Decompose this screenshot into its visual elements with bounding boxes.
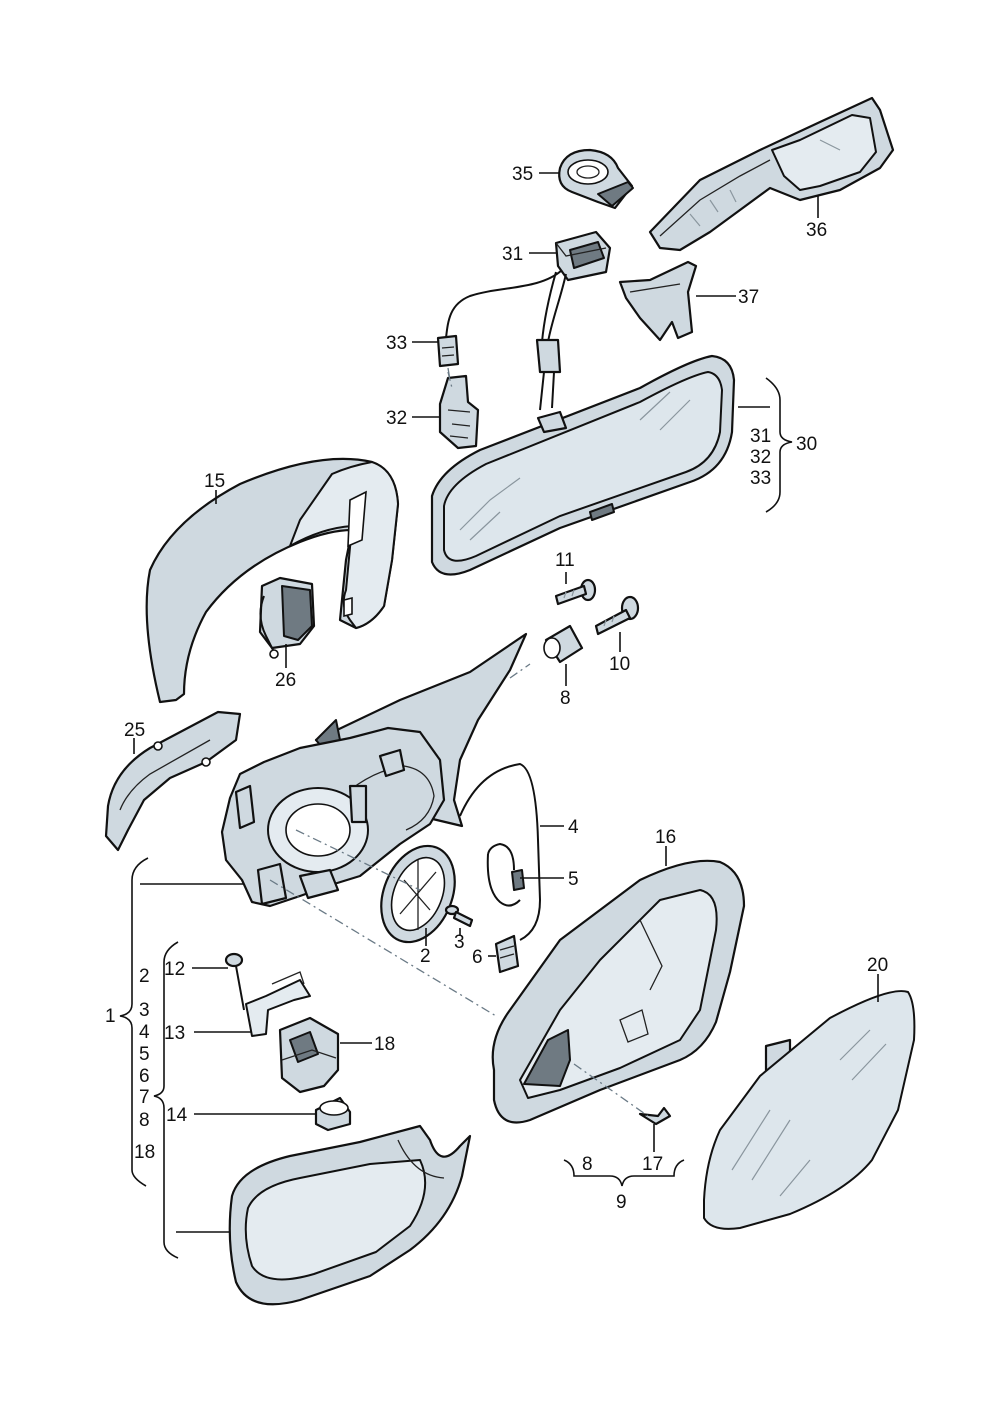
callout-2: 2 [420,946,431,967]
callout-group1-2: 2 [139,966,150,987]
callout-6: 6 [472,947,483,968]
part-2-motor-housing [220,726,446,908]
callout-4: 4 [568,817,579,838]
bracket-group-30 [765,377,793,513]
bracket-group-7 [153,941,179,1259]
callout-group30-32: 32 [750,447,771,468]
part-13-bracket [245,971,311,1037]
callout-group30-33: 33 [750,468,771,489]
callout-14: 14 [166,1105,188,1126]
part-6-connector [494,934,520,974]
callout-group1-7: 7 [139,1087,150,1108]
callout-35: 35 [512,164,533,185]
part-18-motor [278,1016,340,1094]
callout-15: 15 [204,471,225,492]
part-26-signal-module [258,576,316,659]
part-3-screw [444,904,474,928]
callout-33: 33 [386,333,407,354]
callout-11: 11 [555,550,575,571]
part-10-screw [594,595,640,636]
part-37-trim [618,260,698,342]
part-11-screw [554,578,597,606]
part-32-holder [438,374,480,450]
callout-group1-4: 4 [139,1022,150,1043]
part-4-cable [459,762,542,941]
part-5-plug [511,869,525,891]
callout-37: 37 [738,287,759,308]
part-17-screw [638,1106,672,1126]
part-31-connector [554,230,612,282]
callout-32: 32 [386,408,407,429]
callout-3: 3 [454,932,465,953]
callout-31: 31 [502,244,523,265]
callout-36: 36 [806,220,827,241]
part-20-mirror-glass [703,990,916,1230]
alignment-lines [269,371,649,1117]
part-16-mirror-frame [491,859,746,1124]
callout-16: 16 [655,827,676,848]
part-14-grommet [314,1096,352,1132]
callout-8: 8 [560,688,571,709]
callout-labels: 35 36 31 37 33 32 31 32 33 30 15 26 11 1… [105,164,888,1213]
part-8-sleeve [543,624,584,664]
leader-lines [133,172,879,1233]
callout-group1-8: 8 [139,1110,150,1131]
callout-group1-5: 5 [139,1044,150,1065]
cable-harness-31-33 [445,269,567,411]
part-12-screw [224,952,245,1011]
callout-1: 1 [105,1006,116,1027]
callout-9: 9 [616,1192,627,1213]
callout-25: 25 [124,720,145,741]
callout-group1-6: 6 [139,1066,150,1087]
callout-group1-18: 18 [134,1142,155,1163]
callout-5: 5 [568,869,579,890]
part-7-lower-housing [228,1124,472,1306]
callout-13: 13 [164,1023,185,1044]
part-35-sensor [558,148,634,210]
part-36-mirror-cover [648,96,895,252]
part-15-mirror-cap [145,457,400,704]
callout-26: 26 [275,670,296,691]
callout-group9-8: 8 [582,1154,593,1175]
callout-12: 12 [164,959,185,980]
callout-group1-3: 3 [139,1000,150,1021]
part-2-adjuster-ring [380,844,456,944]
callout-group30-31: 31 [750,426,771,447]
bracket-group-1 [119,857,149,1187]
part-30-interior-mirror [430,354,736,576]
bracket-group-9 [563,1159,685,1187]
part-25-indicator [104,710,242,852]
callout-18: 18 [374,1034,395,1055]
callout-10: 10 [609,654,630,675]
callout-30: 30 [796,434,817,455]
callout-group9-17: 17 [642,1154,663,1175]
callout-20: 20 [867,955,888,976]
